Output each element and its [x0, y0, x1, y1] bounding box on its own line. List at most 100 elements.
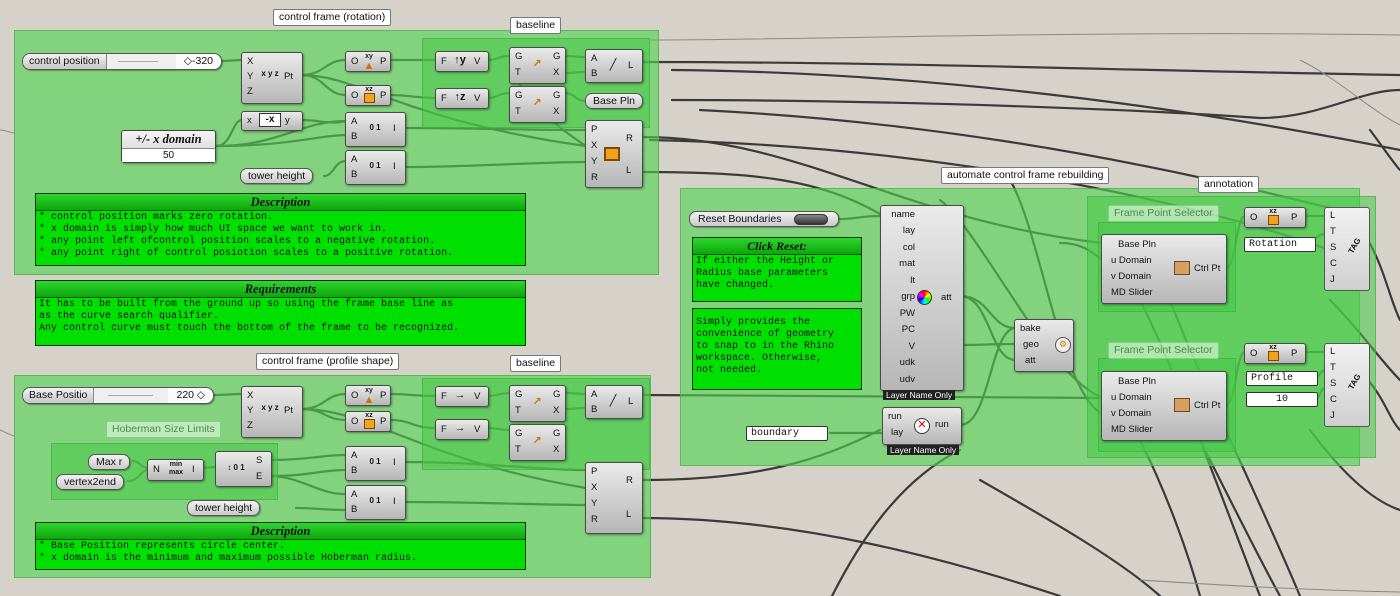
line-component-top[interactable]: A B ╱ L	[585, 49, 643, 83]
xz-plane-icon: xz	[361, 86, 377, 106]
move-component-top-1[interactable]: G T ↗ G X	[509, 47, 566, 84]
xy-plane-component-bottom[interactable]: O xy▲ P	[345, 385, 391, 406]
xz-plane-component-annotation-bottom[interactable]: O xz P	[1244, 343, 1306, 364]
xy-plane-icon: xy▲	[363, 53, 375, 72]
unit-x-icon: →	[454, 389, 466, 401]
xz-plane-icon: xz	[361, 412, 377, 432]
reset-button-bar[interactable]	[794, 214, 828, 225]
color-wheel-icon	[917, 290, 932, 305]
group-label-fps-bottom[interactable]: Frame Point Selector	[1108, 342, 1219, 359]
line-component-bottom[interactable]: A B ╱ L	[585, 385, 643, 419]
profile-panel[interactable]: Profile	[1246, 371, 1318, 386]
group-label-baseline-top[interactable]: baseline	[510, 17, 562, 34]
negate-component[interactable]: x -x y	[241, 111, 303, 131]
run-lay-component[interactable]: run lay ✕ run	[882, 407, 962, 445]
rotation-panel[interactable]: Rotation	[1244, 237, 1316, 252]
xy-plane-icon: xy▲	[363, 387, 375, 406]
move-component-top-2[interactable]: G T ↗ G X	[509, 86, 566, 123]
unit-y-icon: ↑y	[454, 54, 466, 66]
layer-name-only-label-2: Layer Name Only	[887, 445, 960, 455]
tag-icon: TAG	[1346, 372, 1363, 392]
rectangle-component-bottom[interactable]: P X Y R R L	[585, 462, 643, 534]
layer-name-only-label-1: Layer Name Only	[883, 390, 956, 400]
unit-x-vector-component-2[interactable]: F → V	[435, 419, 489, 440]
deconstruct-domain-icon: ↕ 0 1	[227, 463, 245, 472]
package-icon	[1174, 261, 1190, 275]
slider-name: control position	[23, 54, 107, 69]
range-component-bottom-1[interactable]: A B 0 1 I	[345, 446, 406, 481]
slider-name: Base Positio	[23, 388, 95, 403]
slider-value: ◇-320	[175, 54, 221, 69]
description-scribble-bottom[interactable]: Description * Base Position represents c…	[35, 522, 526, 570]
slider-value: 220 ◇	[168, 388, 213, 403]
delete-icon: ✕	[914, 418, 930, 434]
tag-component-top[interactable]: L T S C J TAG	[1324, 207, 1370, 291]
construct-point-icon: x y z	[261, 403, 279, 412]
group-label-fps-top[interactable]: Frame Point Selector	[1108, 205, 1219, 222]
move-component-bottom-2[interactable]: G T ↗ G X	[509, 424, 566, 461]
line-icon: ╱	[609, 395, 617, 407]
click-reset-scribble[interactable]: Click Reset: If either the Height or Rad…	[692, 237, 862, 302]
range-component-top-1[interactable]: A B 0 1 I	[345, 112, 406, 147]
bake-component[interactable]: bake geo att ⚙	[1014, 319, 1074, 372]
xz-plane-component-annotation-top[interactable]: O xz P	[1244, 207, 1306, 228]
group-label-annotation[interactable]: annotation	[1198, 176, 1260, 193]
negate-icon: -x	[259, 113, 281, 127]
xz-plane-icon: xz	[1265, 208, 1281, 228]
xz-plane-component-bottom[interactable]: O xz P	[345, 411, 391, 432]
domain-value: 50	[122, 148, 215, 162]
move-icon: ↗	[532, 97, 542, 109]
tag-component-bottom[interactable]: L T S C J TAG	[1324, 343, 1370, 427]
unit-x-vector-component-1[interactable]: F → V	[435, 386, 489, 407]
range-icon: 0 1	[369, 161, 381, 170]
control-position-slider[interactable]: control position ◇-320	[22, 53, 222, 70]
package-icon	[1174, 398, 1190, 412]
domain-title: +/- x domain	[135, 132, 202, 146]
group-label-profile[interactable]: control frame (profile shape)	[256, 353, 400, 370]
unit-x-icon: →	[454, 422, 466, 434]
unit-z-icon: ↑z	[454, 91, 466, 103]
construct-point-component-bottom[interactable]: X Y Z x y z Pt	[241, 386, 303, 438]
move-icon: ↗	[532, 435, 542, 447]
unit-z-vector-component[interactable]: F ↑z V	[435, 88, 489, 109]
tower-height-param-bottom[interactable]: tower height	[187, 500, 261, 516]
base-pln-param[interactable]: Base Pln	[585, 93, 644, 109]
move-component-bottom-1[interactable]: G T ↗ G X	[509, 385, 566, 422]
range-icon: 0 1	[369, 457, 381, 466]
reset-boundaries-button[interactable]: Reset Boundaries	[689, 211, 839, 227]
tower-height-param-top[interactable]: tower height	[240, 168, 314, 184]
reset-boundaries-label: Reset Boundaries	[698, 213, 782, 225]
ten-panel[interactable]: 10	[1246, 392, 1318, 407]
unit-y-vector-component[interactable]: F ↑y V	[435, 51, 489, 72]
tag-icon: TAG	[1346, 236, 1363, 256]
requirements-scribble[interactable]: Requirements It has to be built from the…	[35, 280, 526, 346]
base-position-slider[interactable]: Base Positio 220 ◇	[22, 387, 214, 404]
group-label-baseline-bottom[interactable]: baseline	[510, 355, 562, 372]
bake-icon: ⚙	[1055, 337, 1071, 353]
max-r-param[interactable]: Max r	[88, 454, 131, 470]
boundary-panel[interactable]: boundary	[746, 426, 828, 441]
range-icon: 0 1	[369, 496, 381, 505]
deconstruct-domain-component[interactable]: ↕ 0 1 S E	[215, 451, 272, 487]
range-component-bottom-2[interactable]: A B 0 1 I	[345, 485, 406, 520]
range-icon: 0 1	[369, 123, 381, 132]
bake-attributes-component[interactable]: name lay col mat lt grp PW PC V udk udv …	[880, 205, 964, 391]
rectangle-icon	[604, 147, 620, 161]
group-label-hoberman[interactable]: Hoberman Size Limits	[106, 421, 221, 438]
vertex2end-param[interactable]: vertex2end	[56, 474, 124, 490]
description-scribble-top[interactable]: Description * control position marks zer…	[35, 193, 526, 266]
construct-point-component[interactable]: X Y Z x y z Pt	[241, 52, 303, 104]
frame-point-selector-bottom[interactable]: Base Pln u Domain v Domain MD Slider Ctr…	[1101, 371, 1227, 441]
bounds-component[interactable]: N min max I	[147, 459, 204, 481]
convenience-scribble[interactable]: Simply provides the convenience of geome…	[692, 308, 862, 390]
construct-point-icon: x y z	[261, 69, 279, 78]
range-component-top-2[interactable]: A B 0 1 I	[345, 150, 406, 185]
group-label-rotation[interactable]: control frame (rotation)	[273, 9, 392, 26]
frame-point-selector-top[interactable]: Base Pln u Domain v Domain MD Slider Ctr…	[1101, 234, 1227, 304]
xy-plane-component[interactable]: O xy▲ P	[345, 51, 391, 72]
xz-plane-component-top[interactable]: O xz P	[345, 85, 391, 106]
x-domain-param[interactable]: +/- x domain 50	[121, 130, 216, 163]
rectangle-component-top[interactable]: P X Y R R L	[585, 120, 643, 188]
line-icon: ╱	[609, 59, 617, 71]
group-label-automate[interactable]: automate control frame rebuilding	[941, 167, 1110, 184]
